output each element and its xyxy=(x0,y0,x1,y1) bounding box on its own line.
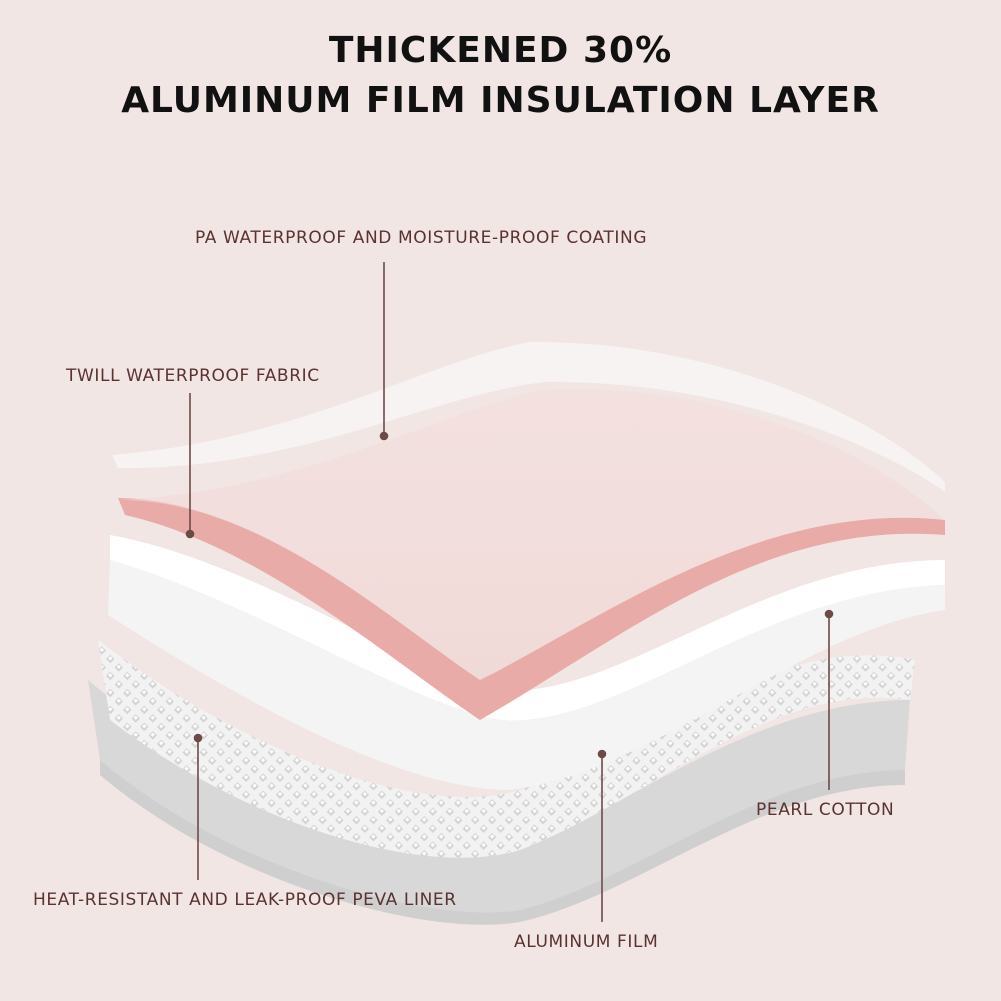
leader-dot-pa-coating xyxy=(379,431,389,441)
title-line-2: ALUMINUM FILM INSULATION LAYER xyxy=(121,80,880,121)
title-line-1: THICKENED 30% xyxy=(328,30,673,71)
label-pearl-cotton: PEARL COTTON xyxy=(756,800,895,820)
leader-dot-pearl-cotton xyxy=(824,609,834,619)
leader-dot-twill-fabric xyxy=(185,529,195,539)
layer-peva-liner-face xyxy=(100,760,905,925)
label-pa-coating: PA WATERPROOF AND MOISTURE-PROOF COATING xyxy=(195,228,648,248)
label-twill-fabric: TWILL WATERPROOF FABRIC xyxy=(66,366,320,386)
layer-peva-liner xyxy=(88,680,910,913)
layer-aluminum-film xyxy=(98,640,915,858)
label-peva-liner: HEAT-RESISTANT AND LEAK-PROOF PEVA LINER xyxy=(33,890,457,910)
leader-dot-peva-liner xyxy=(193,733,203,743)
label-aluminum-film: ALUMINUM FILM xyxy=(514,932,659,952)
leader-dot-aluminum-film xyxy=(597,749,607,759)
layer-twill-fabric xyxy=(118,498,945,720)
layer-pearl-cotton-side xyxy=(108,560,945,790)
layer-twill-fabric-sheet xyxy=(120,388,945,680)
layer-pa-coating xyxy=(112,341,945,492)
